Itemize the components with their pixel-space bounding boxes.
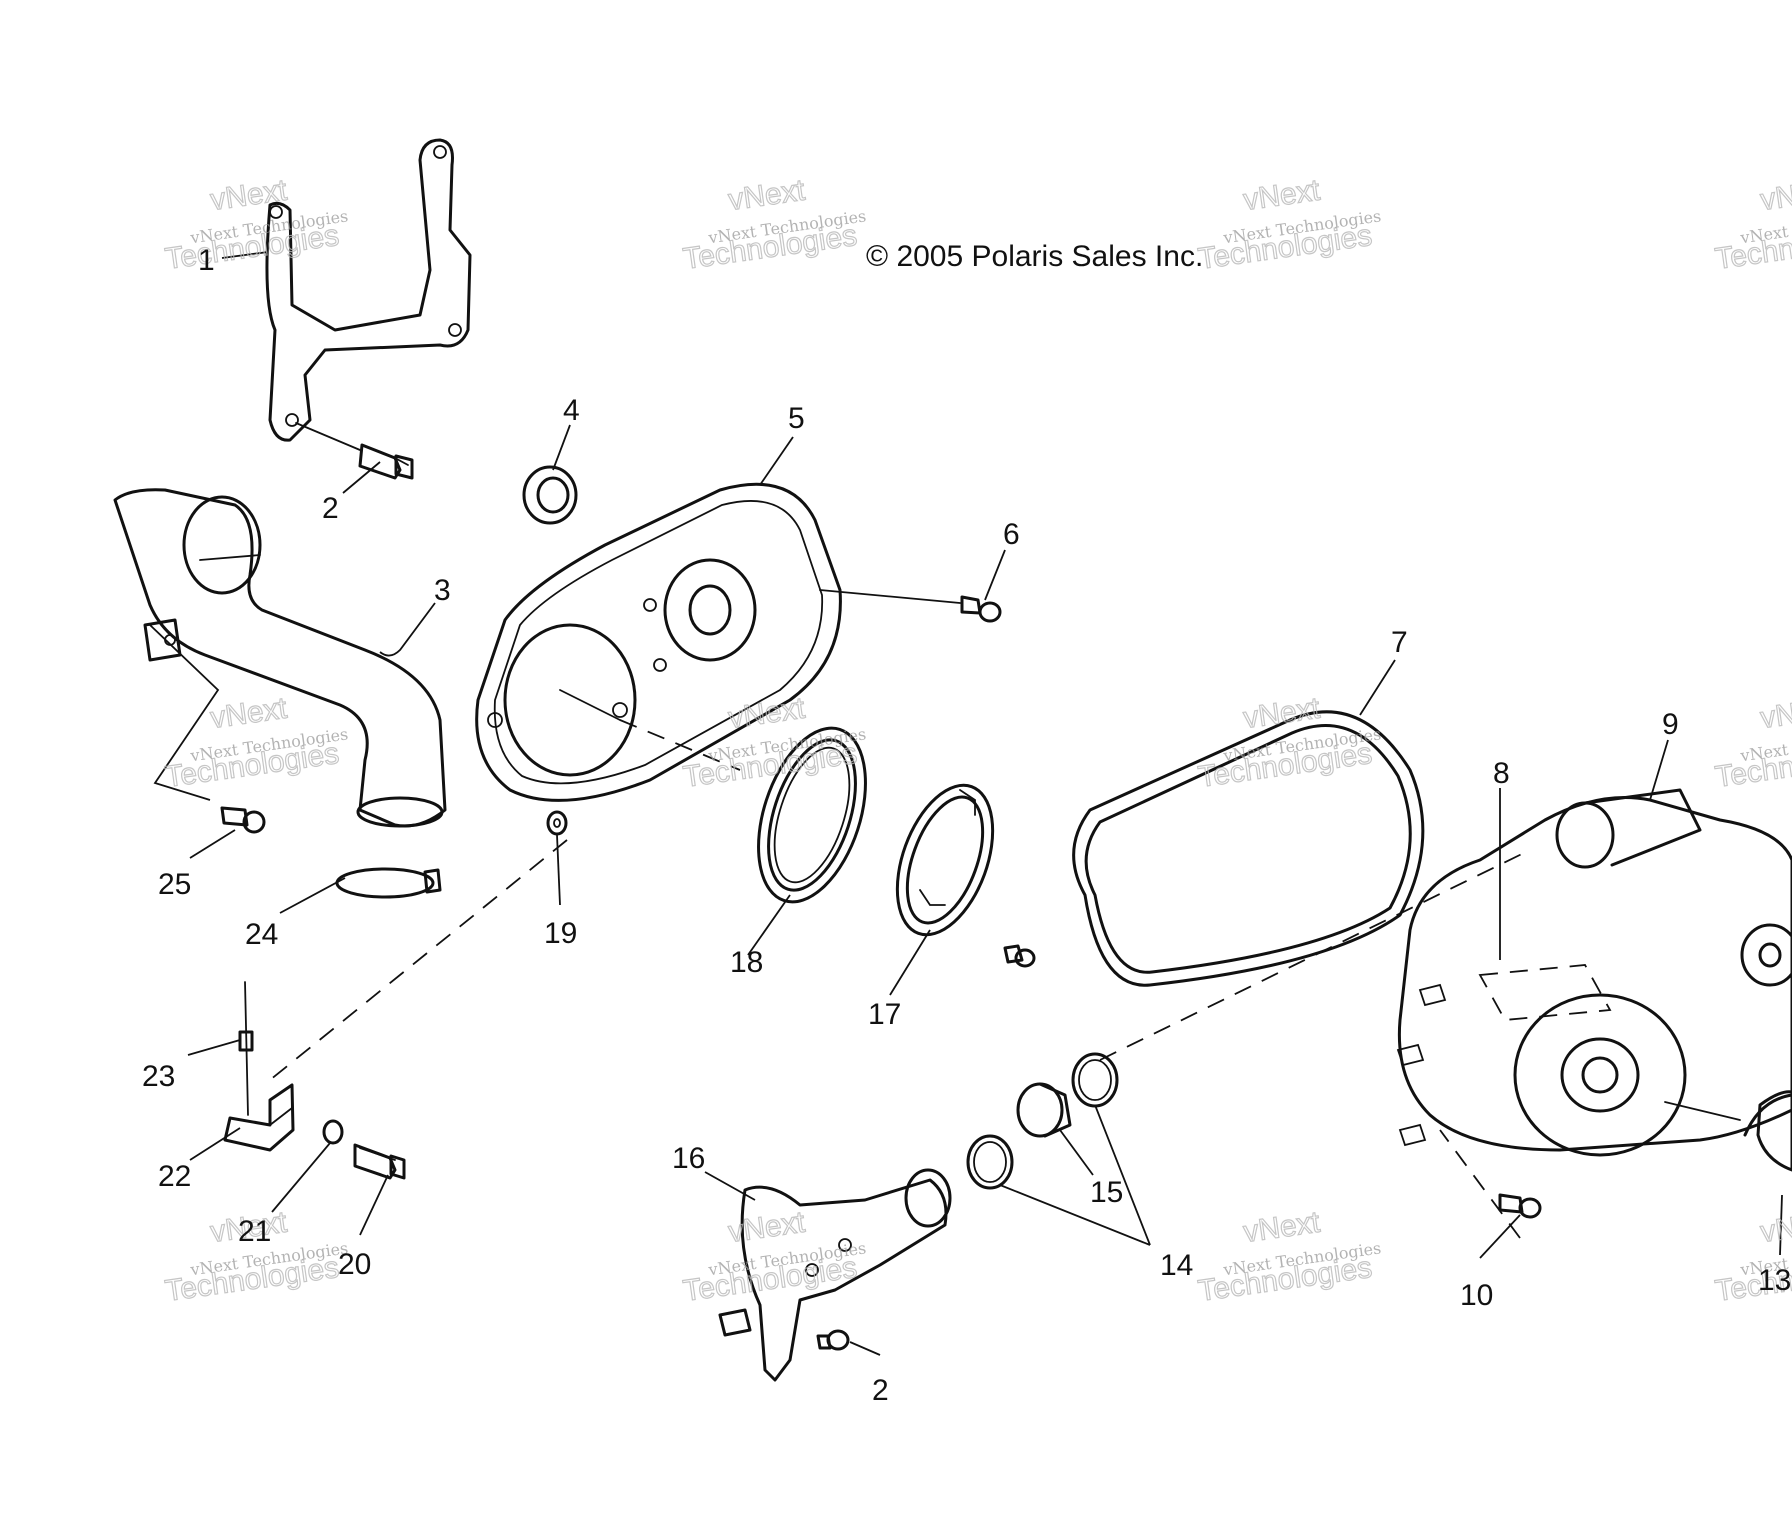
callout-20: 20 [338,1248,371,1281]
svg-text:vNext: vNext [1241,1206,1322,1249]
callout-1: 1 [198,244,215,277]
callout-2-lower: 2 [872,1374,889,1407]
watermark: vNext Technologies vNext Technologies [1713,691,1792,795]
svg-text:vNext: vNext [726,174,807,217]
part-16-intake-duct [718,1168,952,1382]
callout-21: 21 [238,1215,271,1248]
part-25-bolt [220,806,266,834]
svg-text:vNext: vNext [1241,174,1322,217]
part-2-bolt-lower [816,1329,850,1351]
watermark: vNext Technologies vNext Technologies [1196,1205,1383,1309]
svg-text:vNext: vNext [1758,1206,1792,1249]
part-20-bolt [353,1143,406,1180]
watermark: vNext Technologies vNext Technologies [163,173,350,277]
part-1-bracket [265,138,472,442]
watermark: vNext Technologies vNext Technologies [681,1205,868,1309]
part-13-fragment [1743,1093,1792,1137]
callout-labels: 1 2 3 4 5 6 7 8 9 10 13 14 15 16 17 18 1… [142,244,1791,1407]
callout-22: 22 [158,1160,191,1193]
callout-15: 15 [1090,1176,1123,1209]
callout-18: 18 [730,946,763,979]
part-24-clamp [335,867,442,899]
part-19-washer [546,810,568,836]
callout-3: 3 [434,574,451,607]
callout-10: 10 [1460,1279,1493,1312]
part-21-washer [322,1119,344,1145]
svg-text:vNext: vNext [208,692,289,735]
watermark: vNext Technologies vNext Technologies [681,173,868,277]
callout-17: 17 [868,998,901,1031]
svg-text:vNext: vNext [208,174,289,217]
part-23-rivet [238,981,254,1116]
callout-7: 7 [1391,626,1408,659]
part-18-seal-ring [757,726,867,904]
callout-13: 13 [1758,1264,1791,1297]
part-2-bolt-upper [295,422,414,480]
part-6-screw [819,589,1002,623]
watermark: vNext Technologies vNext Technologies [1196,173,1383,277]
svg-text:vNext: vNext [1758,174,1792,217]
callout-8: 8 [1493,757,1510,790]
watermark: vNext Technologies vNext Technologies [681,691,868,795]
svg-text:vNext: vNext [726,692,807,735]
callout-14: 14 [1160,1249,1193,1282]
callout-6: 6 [1003,518,1020,551]
callout-19: 19 [544,917,577,950]
part-8-insert [1478,964,1612,1021]
part-17-plate [895,783,1036,968]
copyright-text: © 2005 Polaris Sales Inc. [866,240,1203,273]
part-3-duct [113,488,447,828]
assembly-lines [269,839,1741,1239]
callout-23: 23 [142,1060,175,1093]
watermark: vNext Technologies vNext Technologies [1196,691,1383,795]
callout-4: 4 [563,394,580,427]
part-22-bracket [223,1083,295,1152]
callout-2-upper: 2 [322,492,339,525]
watermark: vNext Technologies vNext Technologies [1713,173,1792,277]
callout-16: 16 [672,1142,705,1175]
leader-lines [149,251,1783,1356]
part-5-inner-cover [475,482,842,802]
part-7-belt [1072,710,1425,987]
svg-text:vNext: vNext [726,1206,807,1249]
part-15-bushing [1016,1082,1072,1138]
part-9-outer-cover [1396,788,1792,1172]
part-14-rings [966,1052,1119,1190]
callout-25: 25 [158,868,191,901]
watermark: vNext Technologies vNext Technologies [1713,1205,1792,1309]
svg-text:vNext: vNext [1758,692,1792,735]
part-10-screw [1498,1193,1542,1219]
callout-9: 9 [1662,708,1679,741]
callout-24: 24 [245,918,278,951]
part-4-seal [522,465,578,525]
callout-5: 5 [788,402,805,435]
